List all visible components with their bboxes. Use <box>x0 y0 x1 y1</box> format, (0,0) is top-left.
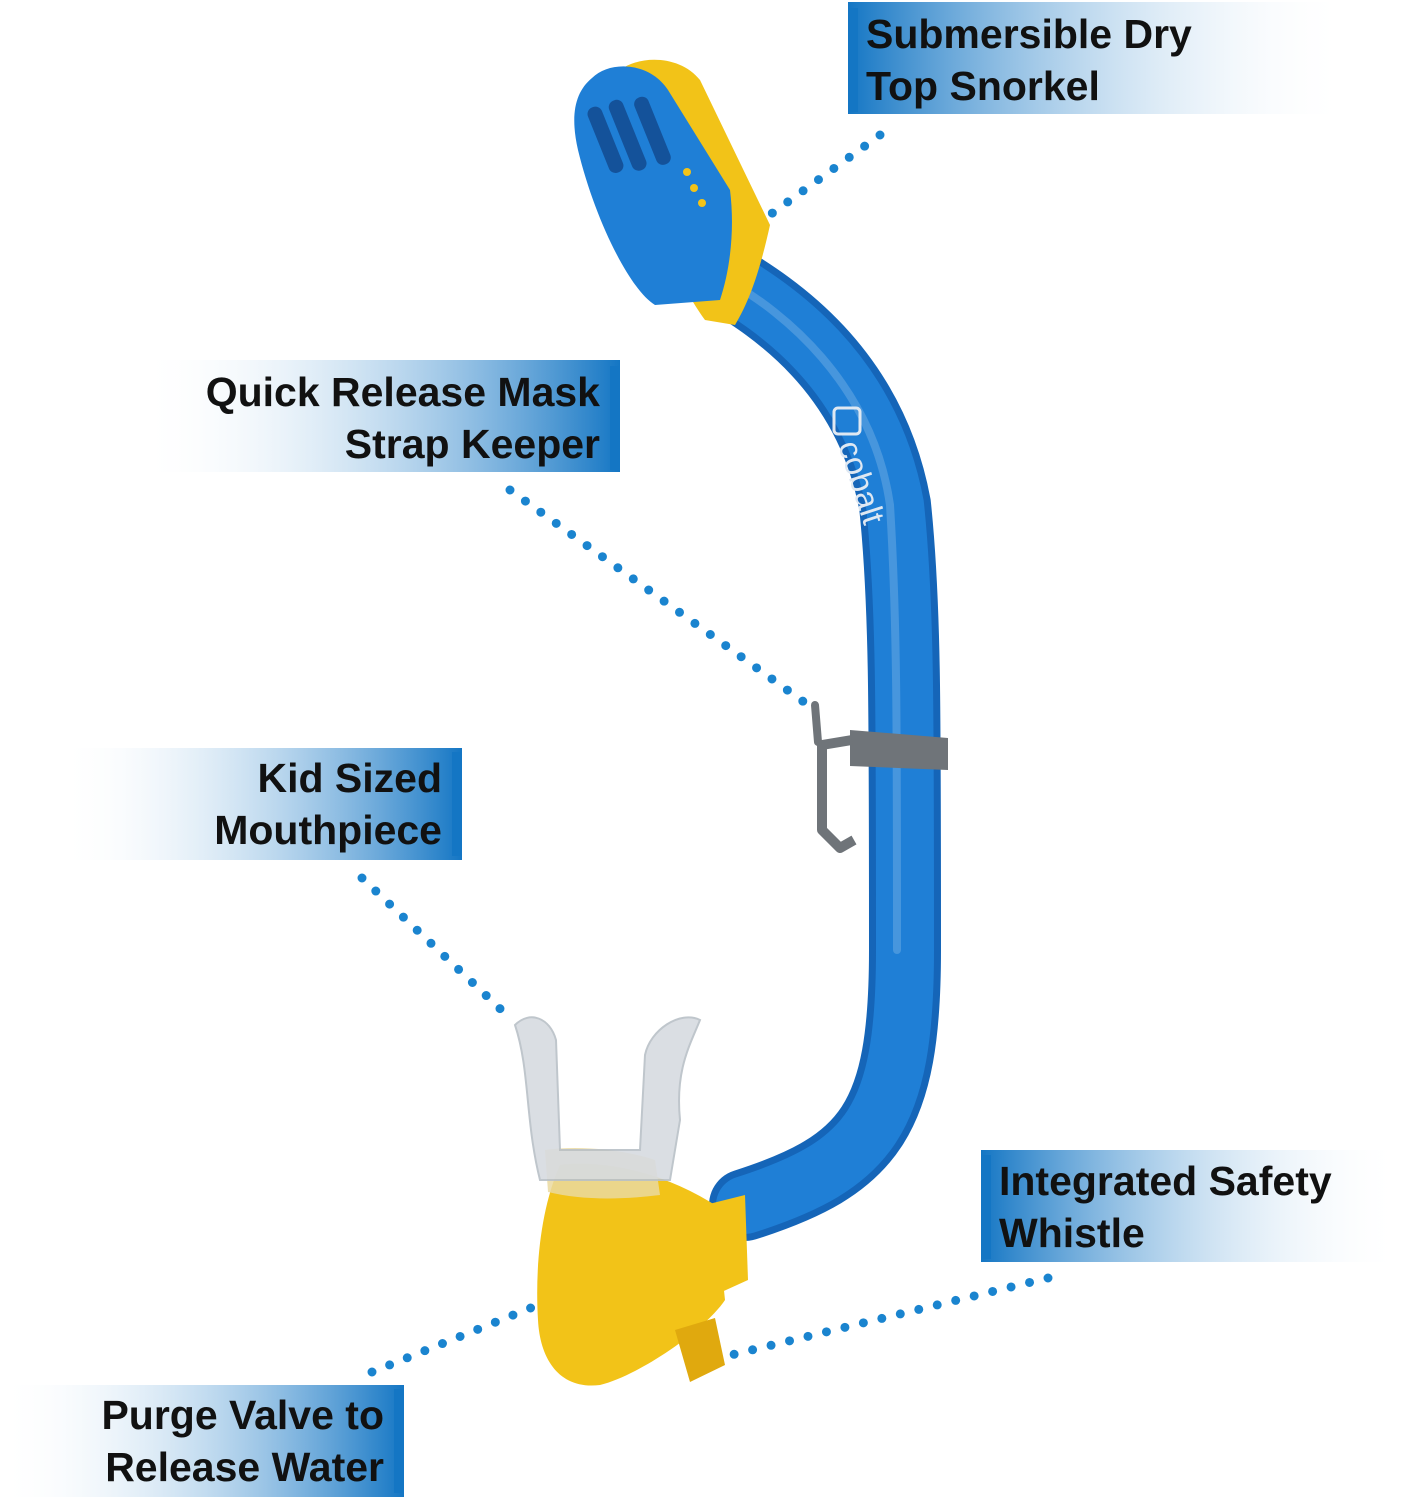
leader-purge-valve <box>367 1300 543 1377</box>
leader-lines <box>357 130 1053 1377</box>
valve-slot <box>608 99 647 171</box>
valve-slot <box>634 96 671 165</box>
callout-bg-mask-keeper <box>140 360 620 472</box>
valve-slot <box>587 106 624 173</box>
callout-bg-mouthpiece <box>60 748 462 860</box>
leader-mouthpiece <box>357 873 517 1025</box>
callout-bg-dry-top <box>848 2 1348 114</box>
leader-whistle <box>685 1273 1053 1370</box>
valve-dot <box>683 168 691 176</box>
callout-mask-keeper-line1: Quick Release Mask <box>205 369 600 415</box>
callout-purge-valve-line1: Purge Valve to <box>101 1392 384 1438</box>
callout-purge-valve-line2: Release Water <box>105 1444 384 1490</box>
leader-mask-keeper <box>505 485 820 715</box>
brand-logo-icon <box>832 406 862 436</box>
callout-mask-keeper-line2: Strap Keeper <box>344 421 600 467</box>
mask-strap-keeper <box>811 701 948 853</box>
callout-purge-valve: Purge Valve to Release Water <box>10 1389 404 1493</box>
purge-valve-tip <box>675 1318 725 1382</box>
valve-dot <box>690 184 698 192</box>
callout-mouthpiece-line2: Mouthpiece <box>214 807 442 853</box>
mouthpiece-assembly <box>513 1016 748 1386</box>
callout-mask-keeper: Quick Release Mask Strap Keeper <box>150 366 620 470</box>
valve-dot <box>698 199 706 207</box>
callout-whistle-line1: Integrated Safety <box>999 1158 1332 1204</box>
dry-top-valve <box>574 59 770 325</box>
callout-whistle: Integrated Safety Whistle <box>981 1155 1401 1259</box>
callout-mouthpiece-line1: Kid Sized <box>257 755 442 801</box>
callout-dry-top: Submersible Dry Top Snorkel <box>848 8 1348 112</box>
callout-dry-top-line2: Top Snorkel <box>866 63 1100 109</box>
snorkel-tube <box>684 239 942 1241</box>
callout-bg-purge-valve <box>0 1385 404 1497</box>
callout-bg-whistle <box>981 1150 1401 1262</box>
callout-mouthpiece: Kid Sized Mouthpiece <box>70 752 462 856</box>
callout-dry-top-line1: Submersible Dry <box>866 11 1192 57</box>
callout-whistle-line2: Whistle <box>999 1210 1145 1256</box>
